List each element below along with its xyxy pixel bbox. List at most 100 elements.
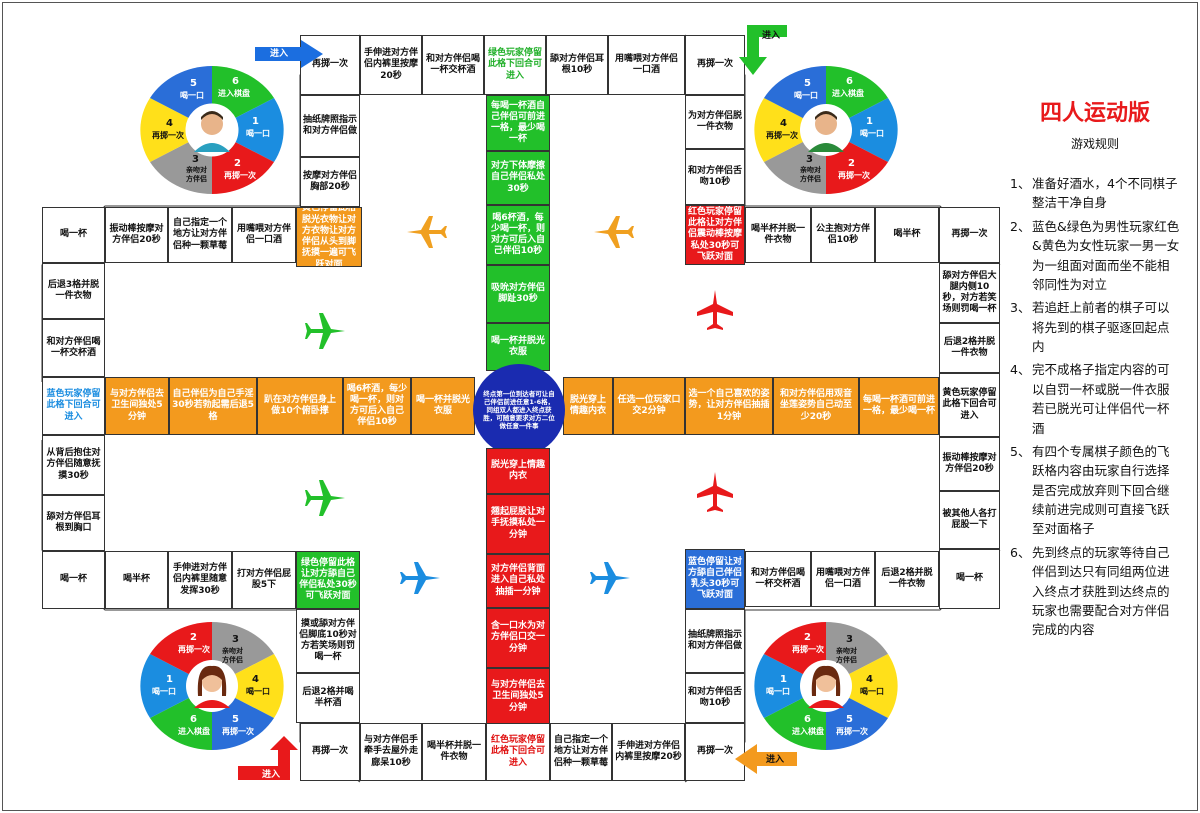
cell-br-c: 后退2格并脱一件衣物 <box>875 551 939 607</box>
svg-text:亲吻对: 亲吻对 <box>836 646 857 655</box>
plane-blue-icon-1 <box>400 562 440 594</box>
svg-text:5: 5 <box>846 714 853 725</box>
svg-text:进入棋盘: 进入棋盘 <box>832 88 864 98</box>
rule-item: 4、完不成格子指定内容的可以自罚一杯或脱一件衣服若已脱光可让伴侣代一杯酒 <box>1010 362 1170 436</box>
cell-tr-reroll: 再掷一次 <box>939 207 1000 263</box>
cell-bot-reroll-1: 再掷一次 <box>300 723 360 781</box>
svg-text:4: 4 <box>166 118 173 129</box>
svg-text:再掷一次: 再掷一次 <box>838 170 870 180</box>
svg-text:方伴侣: 方伴侣 <box>800 174 821 183</box>
cell-l-drink: 喝一杯 <box>42 207 105 263</box>
cell-br-blue-fly: 蓝色停留让对方舔自己伴侣乳头30秒可飞跃对面 <box>685 549 745 609</box>
cell-r-2: 后退2格并脱一件衣物 <box>939 323 1000 373</box>
cell-bl-b: 手伸进对方伴侣内裤里随意发挥30秒 <box>168 551 232 609</box>
svg-text:亲吻对: 亲吻对 <box>186 165 207 174</box>
cell-bl-3: 后退2格并喝半杯酒 <box>296 673 360 723</box>
svg-text:2: 2 <box>848 158 855 169</box>
rule-item: 3、若追赶上前者的棋子可以将先到的棋子驱逐回起点内 <box>1010 300 1170 354</box>
cell-top-a: 手伸进对方伴侣内裤里按摩20秒 <box>360 35 422 95</box>
cell-orange-3: 趴在对方伴侣身上做10个俯卧撑 <box>257 377 343 435</box>
cell-orange-2: 自己伴侣为自己手淫30秒若勃起需后退5格 <box>169 377 257 435</box>
cell-orange-8: 选一个自己喜欢的姿势，让对方伴侣抽插1分钟 <box>685 377 773 435</box>
svg-text:6: 6 <box>232 76 239 87</box>
cell-bl-c: 打对方伴侣屁股5下 <box>232 551 296 609</box>
cell-l-5: 从背后抱住对方伴侣随意抚摸30秒 <box>42 435 105 495</box>
cell-red-4: 含一口水为对方伴侣口交一分钟 <box>486 608 550 668</box>
svg-text:3: 3 <box>846 634 853 645</box>
enter-label-red: 进入 <box>262 770 281 780</box>
svg-text:喝一口: 喝一口 <box>180 90 204 100</box>
cell-bot-reroll-2: 再掷一次 <box>685 723 745 781</box>
svg-text:喝一口: 喝一口 <box>246 128 270 138</box>
wheel-segments <box>754 622 898 750</box>
svg-text:再掷一次: 再掷一次 <box>792 644 824 654</box>
svg-text:4: 4 <box>780 118 787 129</box>
dice-wheel-top-right: 6 进入棋盘 1 喝一口 2 再掷一次 3 亲吻对 方伴侣 4 再掷一次 5 喝… <box>754 66 898 194</box>
cell-top-e: 用嘴喂对方伴侣一口酒 <box>608 35 685 95</box>
cell-bl-green-fly: 绿色停留此格让对方舔自己伴侣私处30秒可飞跃对面 <box>296 551 360 609</box>
cell-green-5: 喝一杯并脱光衣服 <box>486 323 550 371</box>
svg-text:4: 4 <box>866 674 873 685</box>
cell-orange-9: 和对方伴侣用观音坐莲姿势自己动至少20秒 <box>773 377 859 435</box>
svg-text:喝一口: 喝一口 <box>766 686 790 696</box>
svg-text:再掷一次: 再掷一次 <box>152 130 184 140</box>
cell-red-3: 对方伴侣背面进入自己私处抽插一分钟 <box>486 554 550 608</box>
rules-title: 四人运动版 <box>1039 101 1150 126</box>
enter-arrow-blue-icon <box>255 40 323 68</box>
cell-orange-7: 任选一位玩家口交2分钟 <box>613 377 685 435</box>
cell-br-2: 抽纸牌照指示和对方伴侣做 <box>685 609 745 673</box>
svg-text:3: 3 <box>232 634 239 645</box>
cell-l-6: 舔对方伴侣耳根到胸口 <box>42 495 105 551</box>
svg-text:1: 1 <box>252 116 259 127</box>
plane-yellow-icon-1 <box>407 216 447 248</box>
rules-panel: 四人运动版 游戏规则 1、准备好酒水，4个不同棋子整洁干净自身 2、蓝色&绿色为… <box>1010 95 1180 644</box>
svg-text:6: 6 <box>846 76 853 87</box>
rule-item: 5、有四个专属棋子颜色的飞跃格内容由玩家自行选择是否完成放弃则下回合继续前进完成… <box>1010 443 1170 537</box>
plane-yellow-icon-2 <box>594 216 634 248</box>
cell-bot-e: 手伸进对方伴侣内裤里按摩20秒 <box>612 723 685 781</box>
svg-text:5: 5 <box>232 714 239 725</box>
cell-br-d: 喝一杯 <box>939 549 1000 609</box>
cell-r-yellow-stop: 黄色玩家停留此格下回合可进入 <box>939 373 1000 437</box>
cell-top-b: 和对方伴侣喝一杯交杯酒 <box>422 35 484 95</box>
cell-top-reroll-1: 再掷一次 <box>300 35 360 95</box>
svg-text:5: 5 <box>190 78 197 89</box>
cell-tr-4: 喝半杯并脱一件衣物 <box>745 207 811 263</box>
cell-l-a: 振动棒按摩对方伴侣20秒 <box>105 207 168 263</box>
svg-text:喝一口: 喝一口 <box>860 128 884 138</box>
enter-arrow-green-icon <box>739 25 787 75</box>
svg-text:再掷一次: 再掷一次 <box>766 130 798 140</box>
svg-text:喝一口: 喝一口 <box>152 686 176 696</box>
cell-red-5: 与对方伴侣去卫生间独处5分钟 <box>486 668 550 726</box>
svg-text:2: 2 <box>190 632 197 643</box>
cell-r-5: 被其他人各打屁股一下 <box>939 491 1000 549</box>
cell-br-3: 和对方伴侣舌吻10秒 <box>685 673 745 723</box>
cell-tr-6: 喝半杯 <box>875 207 939 263</box>
rules-subtitle: 游戏规则 <box>1070 137 1119 151</box>
cell-red-2: 翘起屁股让对手抚摸私处一分钟 <box>486 494 550 554</box>
svg-text:再掷一次: 再掷一次 <box>222 726 254 736</box>
cell-br-a: 和对方伴侣喝一杯交杯酒 <box>745 551 811 607</box>
svg-text:亲吻对: 亲吻对 <box>222 646 243 655</box>
cell-br-b: 用嘴喂对方伴侣一口酒 <box>811 551 875 607</box>
svg-text:进入棋盘: 进入棋盘 <box>218 88 250 98</box>
cell-l-2: 后退3格并脱一件衣物 <box>42 263 105 319</box>
enter-arrow-orange-icon <box>735 744 797 774</box>
cell-bl-a: 喝半杯 <box>105 551 168 609</box>
dice-wheel-top-left: 6 进入棋盘 1 喝一口 2 再掷一次 3 亲吻对 方伴侣 4 再掷一次 5 喝… <box>140 66 284 194</box>
cell-red-1: 脱光穿上情趣内衣 <box>486 448 550 494</box>
cell-l-c: 用嘴喂对方伴侣一口酒 <box>232 207 296 263</box>
svg-text:喝一口: 喝一口 <box>246 686 270 696</box>
svg-text:1: 1 <box>780 674 787 685</box>
cell-tl-1: 抽纸牌照指示和对方伴侣做 <box>300 95 360 157</box>
rule-item: 1、准备好酒水，4个不同棋子整洁干净自身 <box>1010 176 1178 211</box>
svg-text:再掷一次: 再掷一次 <box>224 170 256 180</box>
svg-text:喝一口: 喝一口 <box>860 686 884 696</box>
svg-text:2: 2 <box>804 632 811 643</box>
svg-text:再掷一次: 再掷一次 <box>178 644 210 654</box>
rules-list: 1、准备好酒水，4个不同棋子整洁干净自身 2、蓝色&绿色为男性玩家红色&黄色为女… <box>1010 174 1180 640</box>
cell-orange-4: 喝6杯酒，每少喝一杯，则对方可后入自己伴侣10秒 <box>343 377 411 435</box>
cell-green-3: 喝6杯酒，每少喝一杯，则对方可后入自己伴侣10秒 <box>486 205 550 265</box>
